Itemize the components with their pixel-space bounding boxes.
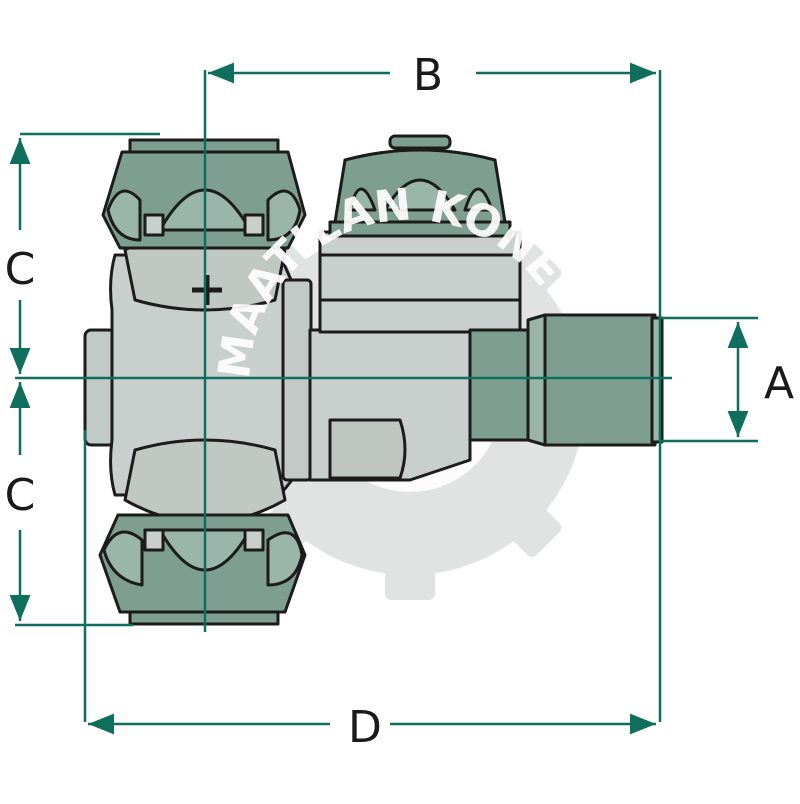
dimension-label-d: D: [348, 702, 382, 753]
valve-outlet-pipe: [468, 313, 664, 447]
valve-middle-section: [281, 278, 472, 482]
dimension-label-a: A: [764, 358, 794, 409]
valve-top-cap: [318, 134, 522, 334]
dimension-label-b: B: [413, 50, 443, 101]
dimension-lines: [9, 62, 758, 735]
center-plus-mark: [192, 275, 222, 305]
dimension-label-c-lower: C: [5, 470, 36, 521]
dimension-label-c-upper: C: [5, 244, 36, 295]
lower-compression-nut: [98, 513, 307, 626]
